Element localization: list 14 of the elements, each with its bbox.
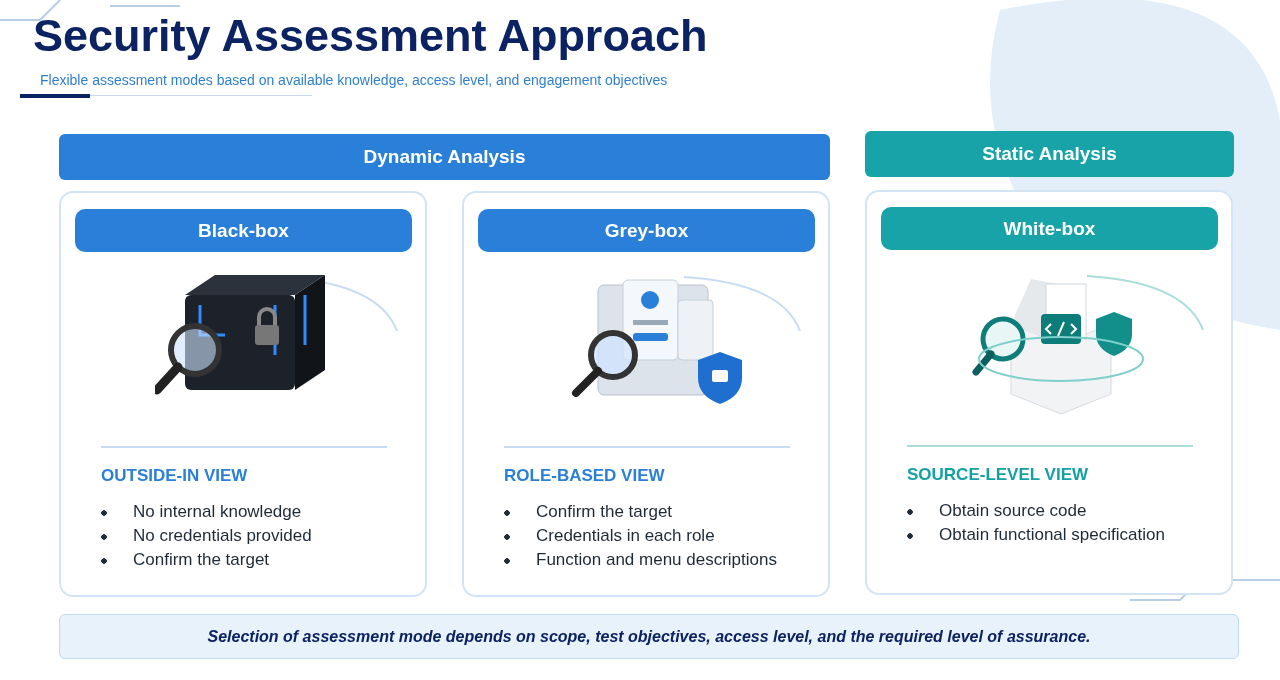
mode-card	[462, 191, 830, 597]
mode-card	[865, 190, 1233, 595]
card-header-bar: Grey-box	[478, 209, 815, 252]
view-heading: SOURCE-LEVEL VIEW	[907, 465, 1089, 485]
mode-card	[59, 191, 427, 597]
slide-title: Security Assessment Approach	[33, 10, 708, 62]
subtitle: Flexible assessment modes based on available knowledge, access level, and engagement objectives	[40, 72, 668, 88]
view-heading: OUTSIDE-IN VIEW	[101, 466, 248, 486]
card-header-bar: White-box	[881, 207, 1218, 250]
view-heading: ROLE-BASED VIEW	[504, 466, 665, 486]
note-banner: Selection of assessment mode depends on scope, test objectives, access level, and the required level of assurance.	[59, 614, 1239, 659]
section-header-bar: Dynamic Analysis	[59, 134, 830, 180]
section-header-bar: Static Analysis	[865, 131, 1234, 177]
card-header-bar: Black-box	[75, 209, 412, 252]
